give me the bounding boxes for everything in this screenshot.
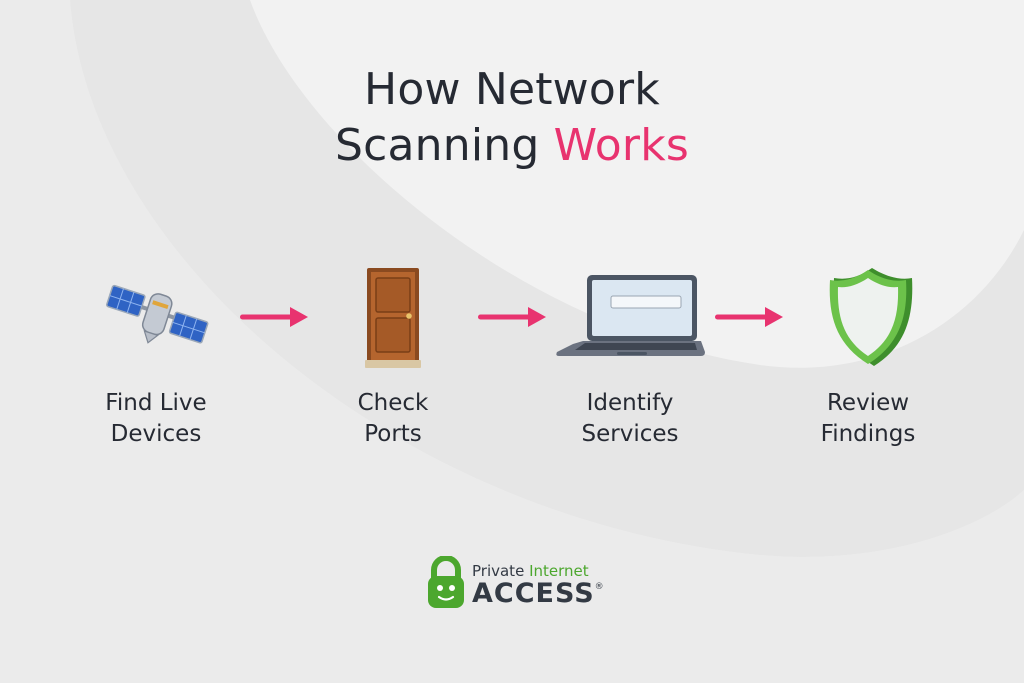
step-label: Check Ports [357, 390, 429, 447]
step-check-ports: Check Ports [293, 266, 493, 447]
step-find-live-devices: Find Live Devices [56, 282, 256, 447]
step-label: Review Findings [820, 390, 916, 447]
step-identify-services: Identify Services [530, 272, 730, 447]
title-plain-word: Scanning [334, 120, 540, 171]
step-label: Find Live Devices [105, 390, 207, 447]
arrow-right-icon [240, 307, 308, 327]
door-icon [365, 268, 421, 368]
step-review-findings: Review Findings [768, 264, 968, 447]
satellite-icon [106, 284, 209, 344]
step-label: Identify Services [581, 390, 679, 447]
padlock-logo-icon [428, 556, 464, 608]
arrow-right-icon [715, 307, 783, 327]
shield-icon [829, 268, 913, 366]
brand-logo: Private Internet ACCESS® [426, 556, 626, 616]
laptop-icon [556, 275, 705, 356]
brand-bottom-text: ACCESS® [472, 578, 605, 609]
title-accent-word: Works [553, 120, 690, 171]
title-line-1: How Network [364, 64, 660, 115]
title-line-2: Scanning Works [0, 118, 1024, 174]
arrow-right-icon [478, 307, 546, 327]
page-title: How Network Scanning Works [0, 62, 1024, 174]
brand-top-text: Private Internet [472, 562, 589, 580]
